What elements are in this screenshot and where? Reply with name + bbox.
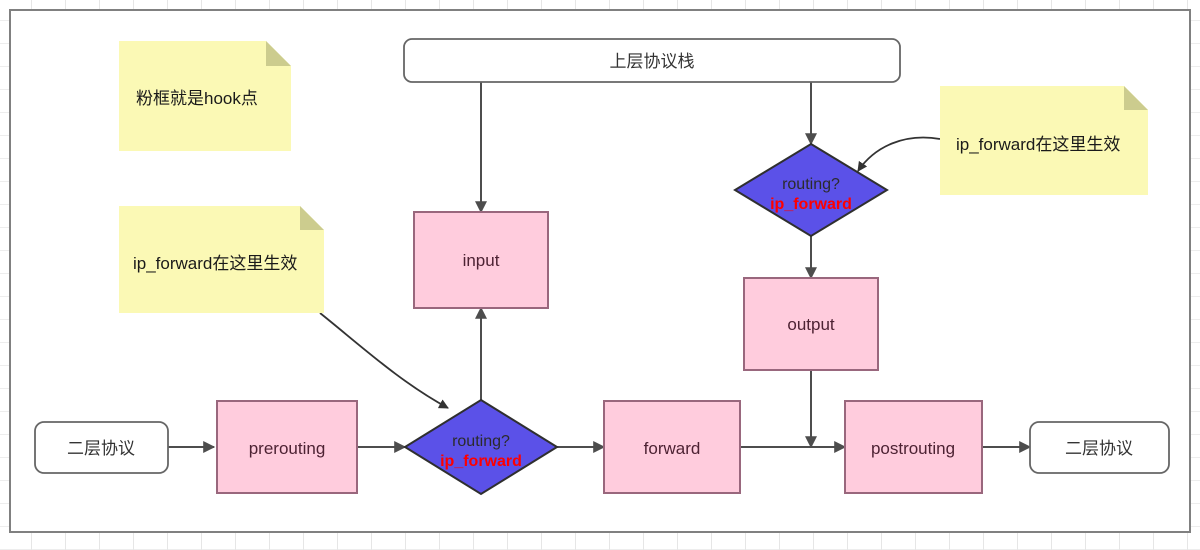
node-input[interactable]: input	[413, 211, 549, 309]
note-ipforward-left-label: ip_forward在这里生效	[133, 254, 297, 273]
node-upper-stack[interactable]: 上层协议栈	[403, 38, 901, 83]
node-postrouting-label: postrouting	[871, 439, 955, 458]
node-routing-bottom-label-sub: ip_forward	[440, 453, 522, 470]
node-upper-stack-label: 上层协议栈	[610, 52, 695, 71]
node-prerouting-label: prerouting	[249, 439, 326, 458]
node-output-box	[743, 277, 879, 371]
node-forward[interactable]: forward	[603, 400, 741, 494]
note-ipforward-right-body	[940, 86, 1148, 195]
node-layer2-out-label: 二层协议	[1065, 439, 1133, 458]
edge-layer	[168, 82, 1032, 453]
node-prerouting[interactable]: prerouting	[216, 400, 358, 494]
note-hook-label: 粉框就是hook点	[136, 89, 258, 108]
node-input-box	[413, 211, 549, 309]
note-hook-body	[119, 41, 291, 151]
note-hook[interactable]: 粉框就是hook点	[119, 41, 291, 151]
edge-note-left-to-routing-bottom	[319, 312, 449, 409]
node-output-label: output	[787, 315, 835, 334]
node-routing-bottom[interactable]: routing? ip_forward	[403, 398, 559, 496]
node-layer2-in-label: 二层协议	[67, 439, 135, 458]
note-ipforward-right-label: ip_forward在这里生效	[956, 135, 1120, 154]
node-layer2-out-box	[1029, 421, 1170, 474]
note-hook-fold	[266, 41, 291, 66]
node-layer2-in-box	[34, 421, 169, 474]
node-prerouting-box	[216, 400, 358, 494]
node-upper-stack-box	[403, 38, 901, 83]
node-postrouting-box	[844, 400, 983, 494]
node-routing-bottom-diamond	[403, 398, 559, 496]
node-output[interactable]: output	[743, 277, 879, 371]
node-input-label: input	[463, 251, 500, 270]
node-layer2-out[interactable]: 二层协议	[1029, 421, 1170, 474]
edge-note-right-to-routing-top	[857, 136, 941, 172]
note-ipforward-right[interactable]: ip_forward在这里生效	[940, 86, 1148, 195]
node-postrouting[interactable]: postrouting	[844, 400, 983, 494]
node-routing-top[interactable]: routing? ip_forward	[733, 142, 889, 238]
node-routing-top-label-sub: ip_forward	[770, 196, 852, 213]
node-routing-top-label-main: routing?	[782, 176, 840, 193]
node-routing-bottom-label-main: routing?	[452, 433, 510, 450]
note-ipforward-right-fold	[1124, 86, 1148, 110]
node-forward-label: forward	[644, 439, 701, 458]
note-ipforward-left-body	[119, 206, 324, 313]
node-layer2-in[interactable]: 二层协议	[34, 421, 169, 474]
node-forward-box	[603, 400, 741, 494]
node-routing-top-diamond	[733, 142, 889, 238]
note-ipforward-left-fold	[300, 206, 324, 230]
note-ipforward-left[interactable]: ip_forward在这里生效	[119, 206, 324, 313]
